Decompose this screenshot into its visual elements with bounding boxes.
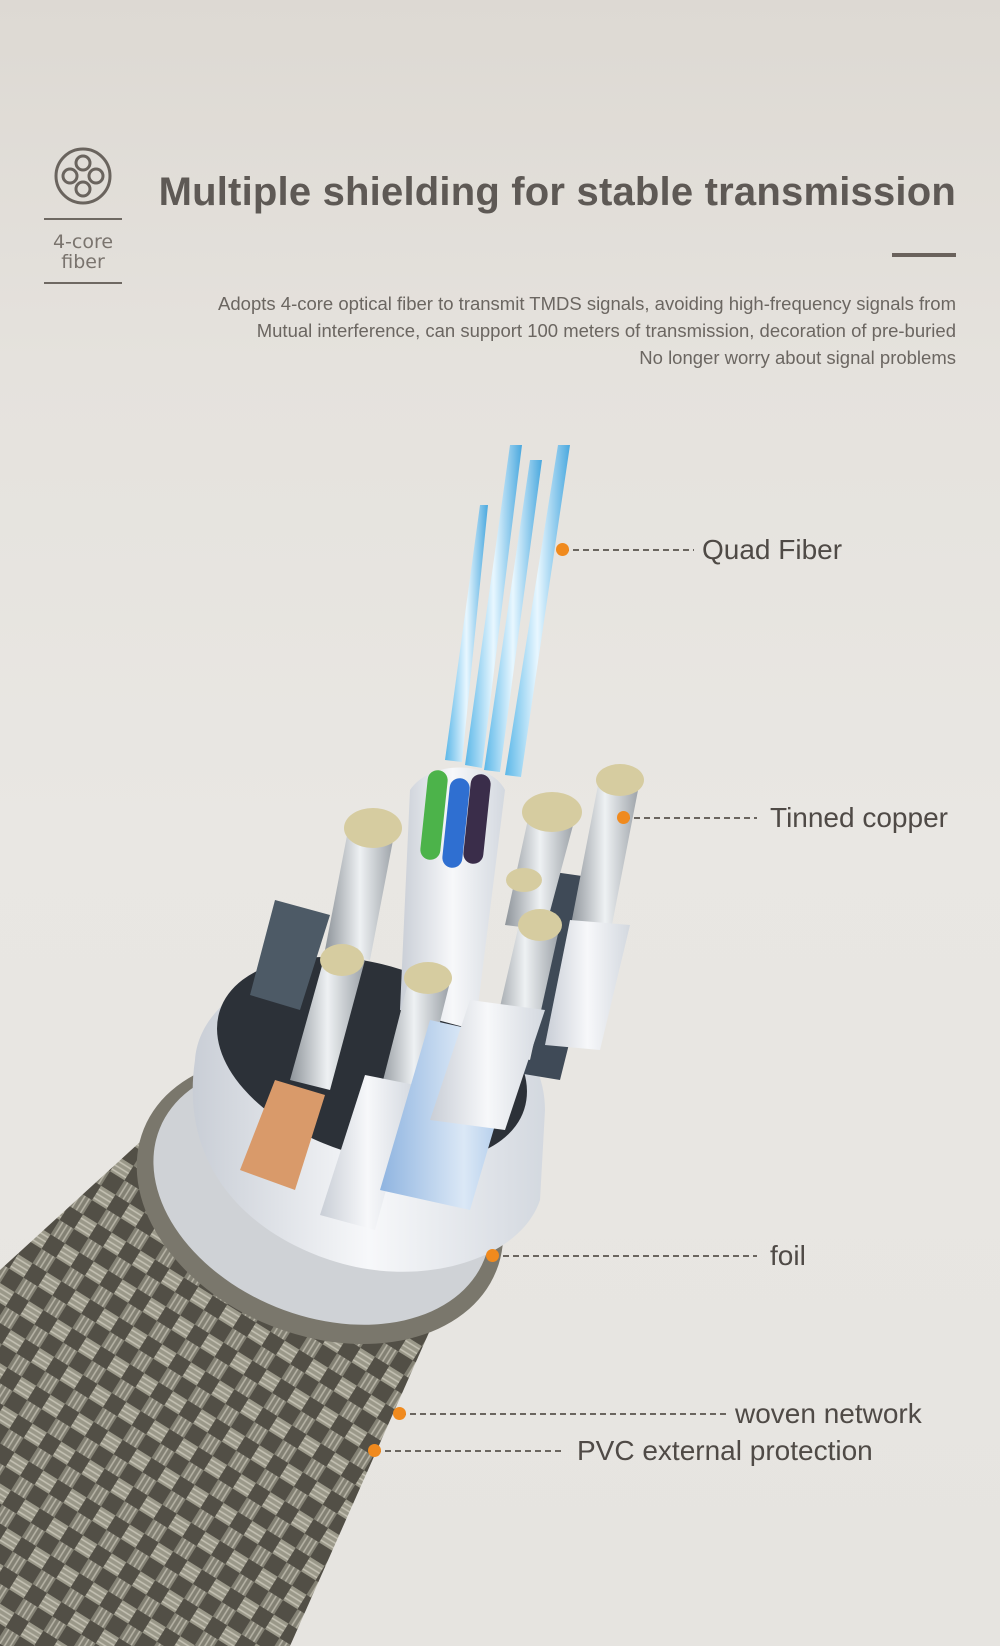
description-line: No longer worry about signal problems [639, 347, 956, 368]
marker-woven-network [393, 1407, 406, 1420]
callout-quad-fiber: Quad Fiber [702, 534, 843, 565]
callout-woven-network: woven network [735, 1398, 922, 1429]
title-accent-bar [892, 253, 956, 257]
callout-foil: foil [770, 1240, 806, 1271]
marker-tinned-copper [617, 811, 630, 824]
marker-foil [486, 1249, 499, 1262]
description-line: Mutual interference, can support 100 met… [256, 320, 956, 341]
page-title: Multiple shielding for stable transmissi… [158, 170, 956, 214]
four-core-fiber-badge: 4-core fiber [40, 146, 126, 284]
marker-pvc [368, 1444, 381, 1457]
marker-quad-fiber [556, 543, 569, 556]
badge-divider-top [44, 218, 122, 220]
description-line: Adopts 4-core optical fiber to transmit … [218, 293, 956, 314]
quad-fiber-strands [445, 445, 570, 777]
four-core-fiber-icon [54, 147, 112, 205]
callout-tinned-copper: Tinned copper [770, 802, 948, 833]
badge-divider-bottom [44, 282, 122, 284]
description: Adopts 4-core optical fiber to transmit … [136, 290, 956, 371]
callout-pvc-external-protection: PVC external protection [577, 1435, 873, 1466]
badge-label: 4-core fiber [52, 231, 114, 273]
